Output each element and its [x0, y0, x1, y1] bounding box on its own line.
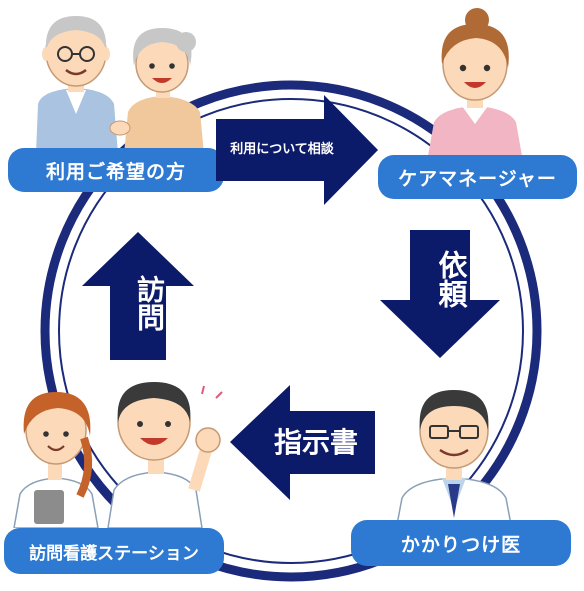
- arrow-visit: 訪問: [82, 232, 194, 360]
- node-care-manager: ケアマネージャー: [378, 155, 577, 199]
- arrow-up-shape: [82, 232, 194, 360]
- nurse-and-patient-icon: [13, 382, 223, 528]
- arrow-instruction: 指示書: [230, 385, 375, 500]
- arrow-down-shape: [380, 230, 500, 358]
- arrow-request-text: 依頼: [434, 250, 468, 308]
- elderly-couple-icon: [36, 16, 204, 154]
- care-manager-icon: [428, 8, 522, 156]
- arrow-consult-label: 利用について相談: [230, 142, 334, 157]
- arrow-right-shape: [216, 95, 378, 205]
- arrow-left-shape: [230, 385, 375, 500]
- doctor-icon: [395, 390, 513, 530]
- node-doctor: かかりつけ医: [351, 520, 571, 566]
- node-user: 利用ご希望の方: [8, 148, 224, 192]
- arrow-request-label: 依頼: [410, 234, 470, 324]
- arrow-request: 依頼: [380, 230, 500, 358]
- arrow-consult: 利用について相談: [216, 95, 378, 205]
- arrow-visit-text: 訪問: [133, 275, 166, 331]
- arrow-visit-label: 訪問: [109, 258, 167, 348]
- arrow-instruction-label: 指示書: [273, 426, 358, 459]
- node-nurse-station: 訪問看護ステーション: [4, 528, 224, 574]
